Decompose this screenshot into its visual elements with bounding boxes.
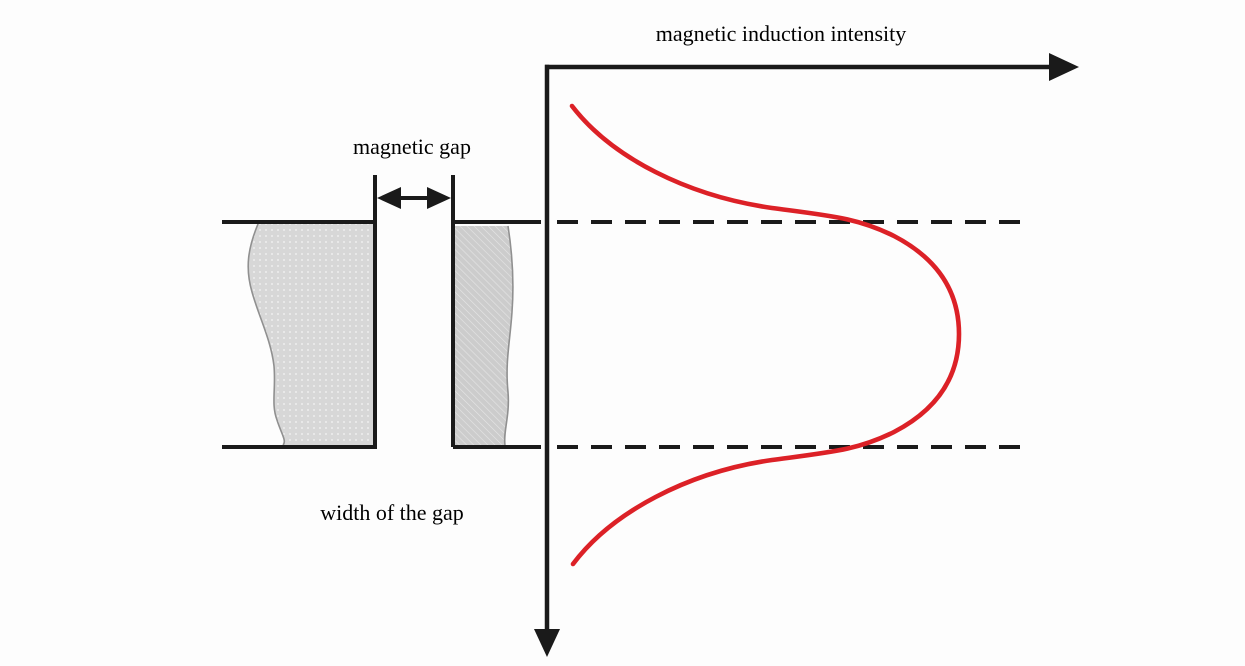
left-pole-piece [247,223,373,446]
right-pole-wavy-edge [503,225,514,446]
axis-bottom-arrowhead-icon [534,629,560,657]
arrow-left-head-icon [377,187,401,209]
vertical-axis [534,64,560,657]
gap-dimension-arrow [377,187,451,209]
axis-right-arrowhead-icon [1049,53,1079,81]
axis-title-label: magnetic induction intensity [655,21,907,46]
right-pole-piece [455,225,514,446]
left-pole-wavy-edge [247,223,286,446]
horizontal-axis [545,53,1079,81]
gap-width-label: width of the gap [320,500,464,525]
arrow-right-head-icon [427,187,451,209]
magnetic-gap-label: magnetic gap [353,134,471,159]
induction-intensity-curve [569,103,962,567]
